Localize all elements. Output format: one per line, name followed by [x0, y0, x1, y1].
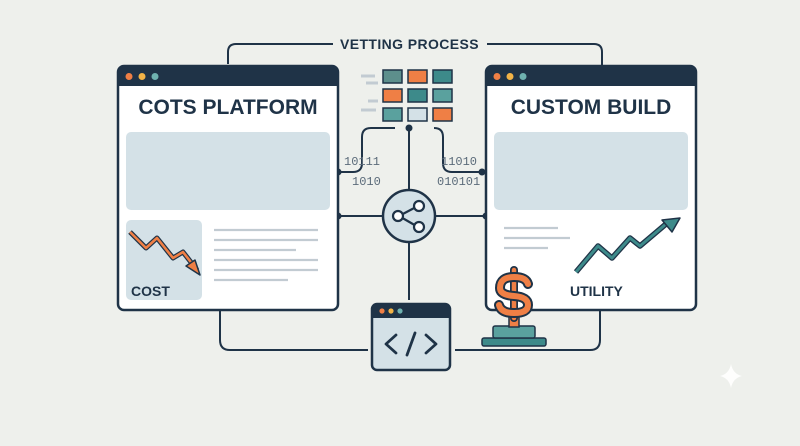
grid-streaks	[361, 74, 378, 112]
code-icon	[370, 302, 452, 372]
window-titlebar	[486, 66, 696, 86]
cost-trend-line	[129, 231, 199, 271]
pedestal-top	[492, 325, 536, 339]
window-titlebar	[118, 66, 338, 86]
utility-trend-line	[574, 222, 667, 273]
down-arrow-icon	[185, 259, 201, 276]
connector-dot	[405, 124, 413, 132]
pedestal-base	[481, 337, 547, 347]
binary-text-right-1: 11010	[441, 155, 478, 169]
binary-text-left-1: 10111	[344, 155, 381, 169]
content-placeholder	[126, 132, 330, 210]
window-dot-icon	[138, 73, 146, 80]
window-dot-icon	[519, 73, 527, 80]
sparkle-icon	[720, 364, 742, 388]
dollar-icon	[481, 266, 547, 347]
window-dot-icon	[506, 73, 514, 80]
text-lines	[504, 226, 570, 250]
connector-dot	[478, 168, 486, 176]
utility-label: UTILITY	[570, 283, 623, 299]
share-icon	[381, 188, 437, 244]
cost-label: COST	[131, 283, 170, 299]
custom-build-window	[484, 64, 698, 312]
window-dot-icon	[151, 73, 159, 80]
up-arrow-icon	[661, 217, 681, 233]
binary-text-left-2: 1010	[352, 175, 381, 189]
window-dot-icon	[125, 73, 133, 80]
window-dot-icon	[493, 73, 501, 80]
header-title: VETTING PROCESS	[340, 36, 480, 52]
cots-platform-title: COTS PLATFORM	[138, 96, 318, 119]
cost-chart-card	[126, 220, 202, 300]
custom-build-title: CUSTOM BUILD	[510, 96, 672, 119]
connector-lines	[219, 43, 603, 351]
data-grid-icon	[361, 69, 453, 122]
cots-platform-window	[116, 64, 340, 312]
binary-text-right-2: 010101	[437, 175, 481, 189]
content-placeholder	[494, 132, 688, 210]
text-lines	[214, 228, 318, 282]
